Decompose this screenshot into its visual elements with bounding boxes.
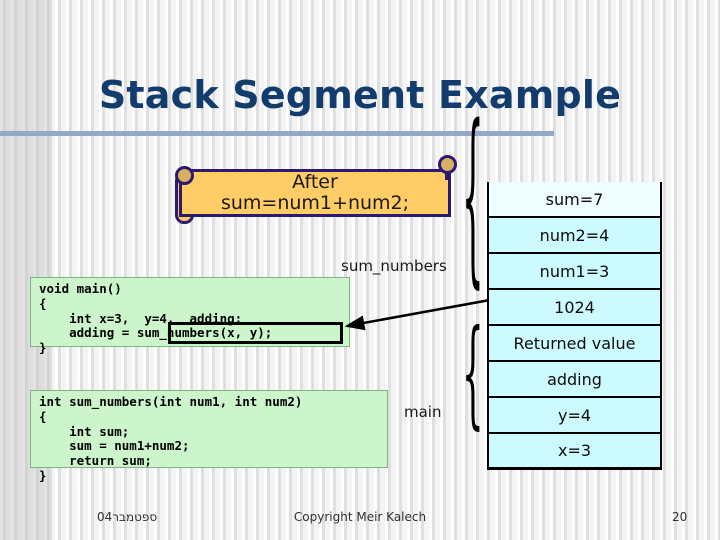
stack-cell: 1024 <box>487 290 662 326</box>
label-sum-numbers-frame: sum_numbers <box>341 257 447 275</box>
stack-cell: num1=3 <box>487 254 662 290</box>
footer-date: ספטמבר04 <box>97 510 158 524</box>
stack-cell: num2=4 <box>487 218 662 254</box>
code-box-sum-numbers: int sum_numbers(int num1, int num2) { in… <box>30 390 388 483</box>
scroll-curl-right-icon <box>438 155 457 174</box>
scroll-banner-body: After sum=num1+num2; <box>179 169 451 217</box>
scroll-curl-left-icon <box>175 166 194 185</box>
code-box-main: void main() { int x=3, y=4, adding; addi… <box>30 277 350 355</box>
footer-copyright: Copyright Meir Kalech <box>293 510 427 524</box>
stack-cell: Returned value <box>487 326 662 362</box>
footer-page-number: 20 <box>672 510 688 524</box>
title-divider <box>0 131 554 136</box>
label-main-frame: main <box>404 403 442 421</box>
stack-diagram: sum=7 num2=4 num1=3 1024 Returned value … <box>487 182 662 470</box>
stack-cell: y=4 <box>487 398 662 434</box>
stack-cell: x=3 <box>487 434 662 470</box>
brace-sum-numbers-frame: { <box>462 87 484 310</box>
call-highlight-box <box>168 322 343 344</box>
stack-cell: adding <box>487 362 662 398</box>
scroll-banner-text: After sum=num1+num2; <box>220 170 410 214</box>
scroll-banner: After sum=num1+num2; <box>165 155 457 224</box>
call-pointer-arrow <box>344 298 491 331</box>
brace-main-frame: { <box>462 306 484 444</box>
page-title: Stack Segment Example <box>98 73 622 117</box>
stack-cell: sum=7 <box>487 182 662 218</box>
